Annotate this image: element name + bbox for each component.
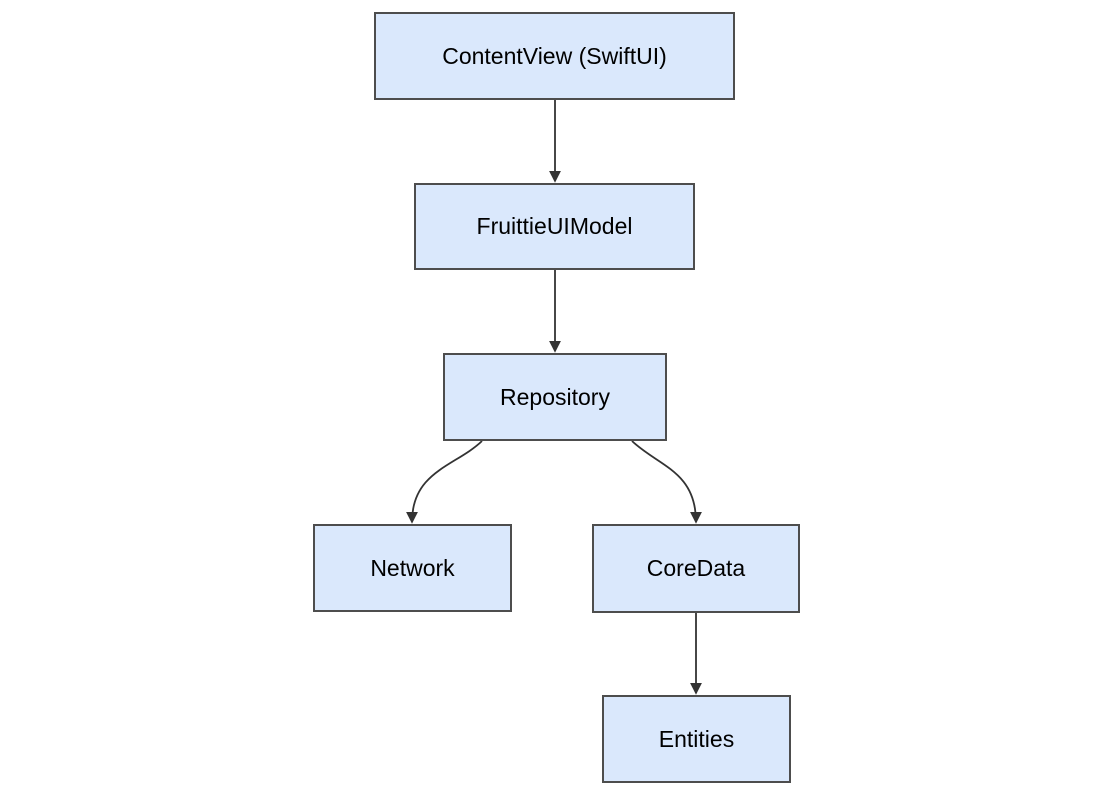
node-fruittieuimodel-label: FruittieUIModel <box>476 213 633 239</box>
edge-repository-to-network <box>406 440 483 524</box>
node-fruittieuimodel: FruittieUIModel <box>414 183 695 270</box>
node-coredata-label: CoreData <box>646 555 746 581</box>
node-repository-label: Repository <box>500 383 610 410</box>
node-entities-label: Entities <box>658 725 735 752</box>
node-repository: Repository <box>443 353 667 441</box>
node-entities: Entities <box>602 695 791 783</box>
node-contentview: ContentView (SwiftUI) <box>374 12 735 100</box>
node-contentview-label: ContentView (SwiftUI) <box>442 42 667 69</box>
node-network: Network <box>313 524 512 612</box>
edge-repository-to-coredata <box>631 440 702 524</box>
node-coredata: CoreData <box>592 524 800 613</box>
node-network-label: Network <box>370 554 455 581</box>
